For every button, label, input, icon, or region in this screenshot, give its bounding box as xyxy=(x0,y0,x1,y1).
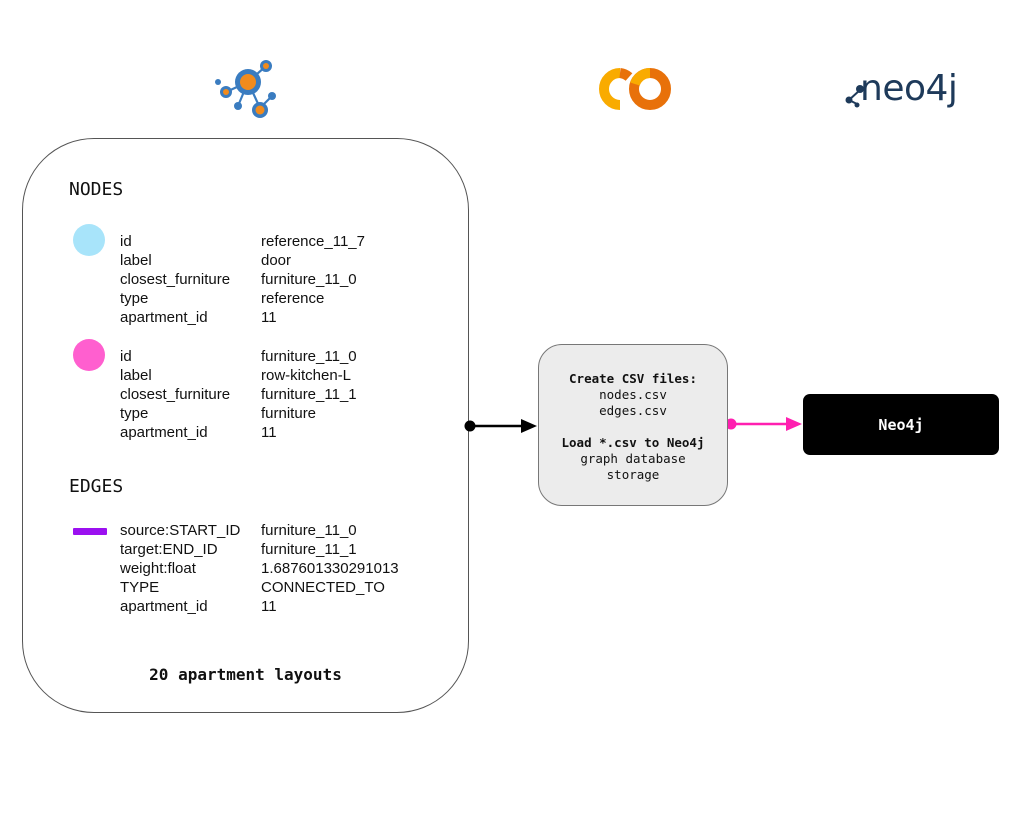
prop-value: furniture xyxy=(261,405,317,422)
panel-footer: 20 apartment layouts xyxy=(149,665,342,684)
prop-key: source:START_ID xyxy=(120,522,241,539)
nodes-title: NODES xyxy=(69,179,124,200)
prop-key: id xyxy=(120,348,132,365)
prop-value: row-kitchen-L xyxy=(261,367,352,384)
neo4j-logo: neo4j xyxy=(843,68,963,112)
prop-key: target:END_ID xyxy=(120,541,218,558)
arrow-panel-to-csv xyxy=(464,419,537,433)
prop-value: furniture_11_0 xyxy=(261,522,357,539)
load-line-1: graph database xyxy=(580,451,686,466)
prop-key: type xyxy=(120,290,149,307)
prop-key: label xyxy=(120,252,152,269)
prop-value: reference_11_7 xyxy=(261,233,365,250)
prop-row: label row-kitchen-L xyxy=(120,366,357,385)
prop-key: apartment_id xyxy=(120,309,208,326)
prop-row: type reference xyxy=(120,289,365,308)
prop-key: apartment_id xyxy=(120,598,208,615)
edge-line-swatch xyxy=(73,528,107,535)
prop-key: closest_furniture xyxy=(120,271,231,288)
prop-value: 1.687601330291013 xyxy=(261,560,399,577)
prop-key: id xyxy=(120,233,132,250)
load-heading: Load *.csv to Neo4j xyxy=(561,435,705,450)
prop-value: furniture_11_0 xyxy=(261,271,357,288)
reference-node-dot xyxy=(73,224,105,256)
csv-line-nodes: nodes.csv xyxy=(599,387,667,402)
prop-key: closest_furniture xyxy=(120,386,231,403)
prop-value: furniture_11_1 xyxy=(261,386,357,403)
prop-row: source:START_ID furniture_11_0 xyxy=(120,521,399,540)
csv-line-edges: edges.csv xyxy=(599,403,667,418)
prop-row: closest_furniture furniture_11_1 xyxy=(120,385,357,404)
neo4j-graph-icon xyxy=(845,85,864,108)
load-line-2: storage xyxy=(606,467,660,482)
arrow-csv-to-neo4j xyxy=(725,417,802,431)
prop-row: weight:float 1.687601330291013 xyxy=(120,559,399,578)
edge-properties: source:START_ID furniture_11_0 target:END… xyxy=(120,521,399,616)
networkx-logo-icon xyxy=(215,60,276,118)
neo4j-logo-text: neo4j xyxy=(860,68,958,109)
prop-value: 11 xyxy=(261,309,277,326)
prop-row: id reference_11_7 xyxy=(120,232,365,251)
prop-key: apartment_id xyxy=(120,424,208,441)
prop-value: reference xyxy=(261,290,325,307)
neo4j-box-label: Neo4j xyxy=(878,415,924,434)
colab-logo-icon xyxy=(599,68,671,110)
csv-step-box: Create CSV files: nodes.csv edges.csv Lo… xyxy=(538,344,728,506)
prop-row: label door xyxy=(120,251,365,270)
prop-value: furniture_11_1 xyxy=(261,541,357,558)
prop-row: apartment_id 11 xyxy=(120,423,357,442)
furniture-node-dot xyxy=(73,339,105,371)
prop-row: apartment_id 11 xyxy=(120,308,365,327)
prop-value: furniture_11_0 xyxy=(261,348,357,365)
node-1-properties: id reference_11_7 label door closest_furni… xyxy=(120,232,365,327)
csv-heading: Create CSV files: xyxy=(569,371,697,386)
prop-key: type xyxy=(120,405,149,422)
prop-row: TYPE CONNECTED_TO xyxy=(120,578,399,597)
prop-row: id furniture_11_0 xyxy=(120,347,357,366)
prop-row: target:END_ID furniture_11_1 xyxy=(120,540,399,559)
prop-value: door xyxy=(261,252,292,269)
node-2-properties: id furniture_11_0 label row-kitchen-L clos… xyxy=(120,347,357,442)
prop-value: 11 xyxy=(261,598,277,615)
graph-data-panel: NODES id reference_11_7 label door closest… xyxy=(22,138,469,713)
prop-key: TYPE xyxy=(120,579,160,596)
neo4j-box: Neo4j xyxy=(803,394,999,455)
prop-row: closest_furniture furniture_11_0 xyxy=(120,270,365,289)
prop-row: type furniture xyxy=(120,404,357,423)
prop-value: 11 xyxy=(261,424,277,441)
prop-key: weight:float xyxy=(120,560,196,577)
prop-key: label xyxy=(120,367,152,384)
prop-value: CONNECTED_TO xyxy=(261,579,385,596)
edges-title: EDGES xyxy=(69,476,124,497)
prop-row: apartment_id 11 xyxy=(120,597,399,616)
